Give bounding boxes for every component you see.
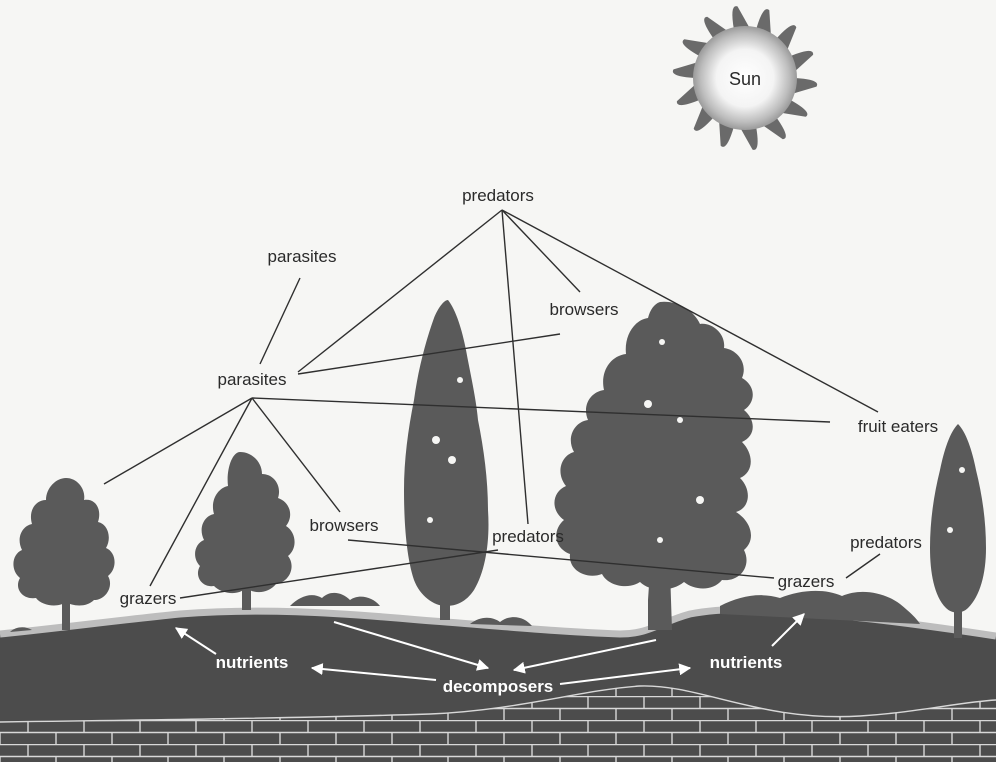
label-grazers-left: grazers xyxy=(120,589,177,608)
sun-ray xyxy=(740,127,757,150)
label-parasites-top: parasites xyxy=(268,247,337,266)
label-nutrients-left: nutrients xyxy=(216,653,289,672)
link-predators-right-grazers xyxy=(846,554,880,578)
tree-large-right xyxy=(554,302,752,630)
sun-label: Sun xyxy=(729,69,761,89)
tree-small-left xyxy=(13,478,114,630)
sun: Sun xyxy=(673,6,817,150)
label-parasites-mid: parasites xyxy=(218,370,287,389)
link-parasites-parasites xyxy=(260,278,300,364)
label-fruit-eaters: fruit eaters xyxy=(858,417,938,436)
link-predators-browsers xyxy=(502,210,580,292)
label-predators-mid: predators xyxy=(492,527,564,546)
label-browsers-lower: browsers xyxy=(310,516,379,535)
label-nutrients-right: nutrients xyxy=(710,653,783,672)
sun-ray xyxy=(732,6,749,29)
label-grazers-right: grazers xyxy=(778,572,835,591)
tree-cypress-right xyxy=(930,424,986,638)
label-predators-top: predators xyxy=(462,186,534,205)
label-decomposers: decomposers xyxy=(443,677,554,696)
label-browsers-upper: browsers xyxy=(550,300,619,319)
label-predators-right: predators xyxy=(850,533,922,552)
tree-cypress-center xyxy=(404,300,488,620)
link-predators-predators xyxy=(502,210,528,524)
